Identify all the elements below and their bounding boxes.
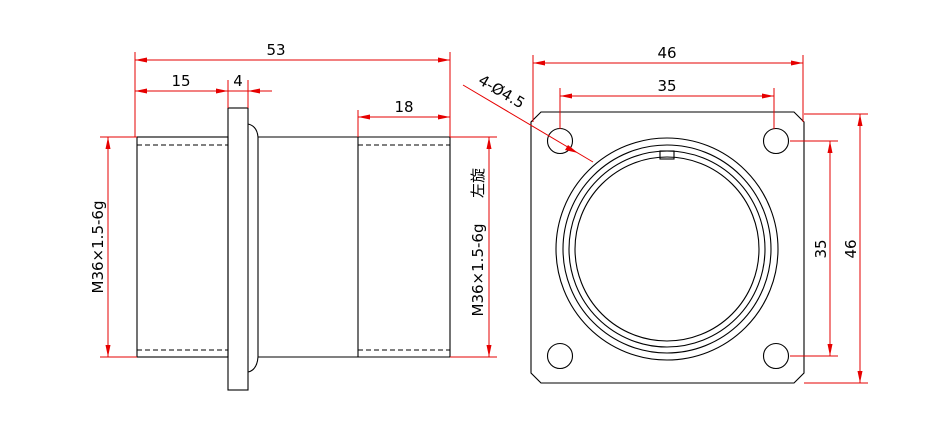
outer-ring-inner-edge [562, 144, 772, 354]
dim-flange-width: 46 [657, 44, 676, 62]
flange-outline [530, 111, 805, 384]
dim-flange-height: 46 [842, 239, 860, 258]
dim-flange-thickness: 4 [233, 72, 243, 90]
dim-rear-thread-length: 18 [394, 98, 413, 116]
dim-front-thread: M36×1.5-6g [89, 201, 107, 294]
front-view [530, 111, 805, 384]
front-view-dimensions [462, 55, 868, 384]
mounting-hole-bottom-right [762, 342, 790, 370]
side-view [136, 107, 451, 391]
note-left-hand: 左旋 [469, 168, 487, 198]
outer-ring [555, 137, 779, 361]
mounting-hole-top-right [762, 127, 790, 155]
dim-hole-spacing-x: 35 [657, 77, 676, 95]
flange-plate [227, 107, 249, 391]
dim-total-length: 53 [266, 41, 285, 59]
key-slot [659, 150, 675, 160]
inner-ring [568, 150, 766, 348]
flange-shoulder-top [247, 123, 259, 138]
flange-shoulder-bottom [247, 356, 259, 373]
mounting-hole-bottom-left [546, 342, 574, 370]
dim-front-length: 15 [171, 72, 190, 90]
bore [574, 156, 760, 342]
front-thread-body [136, 136, 229, 358]
side-view-dimensions [100, 52, 497, 358]
dim-holes: 4-Ø4.5 [475, 71, 528, 112]
dim-hole-spacing-y: 35 [812, 239, 830, 258]
dim-rear-thread: M36×1.5-6g [469, 224, 487, 317]
